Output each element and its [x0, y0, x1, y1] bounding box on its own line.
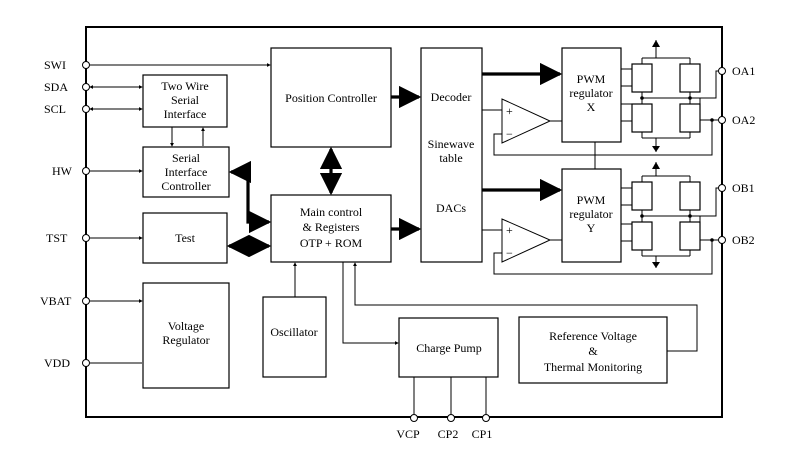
two-wire-label-2: Serial: [171, 93, 200, 107]
ref-voltage-label-3: Thermal Monitoring: [544, 360, 642, 374]
two-wire-label-3: Interface: [164, 107, 207, 121]
position-controller-block: Position Controller: [270, 47, 392, 148]
comparator-y: + −: [501, 218, 552, 263]
h-bridge-x: [631, 40, 718, 152]
voltage-reg-label-2: Regulator: [162, 333, 209, 347]
comparator-x-plus: +: [506, 104, 513, 118]
pin-scl-label: SCL: [44, 102, 66, 116]
main-control-block: Main control & Registers OTP + ROM: [270, 194, 392, 263]
pin-ob1: OB1: [718, 181, 755, 195]
voltage-reg-label-1: Voltage: [168, 319, 204, 333]
charge-pump-label: Charge Pump: [416, 341, 481, 355]
main-ctrl-label-3: OTP + ROM: [300, 236, 363, 250]
pin-ob1-label: OB1: [732, 181, 755, 195]
oscillator-label: Oscillator: [270, 325, 317, 339]
pwm-x-label-3: X: [587, 100, 596, 114]
pwm-regulator-x-block: PWM regulator X: [561, 47, 622, 143]
ref-voltage-label-1: Reference Voltage: [549, 329, 637, 343]
pwm-x-label-2: regulator: [569, 86, 612, 100]
two-wire-serial-interface-block: Two Wire Serial Interface: [142, 74, 228, 128]
comparator-y-minus: −: [506, 246, 513, 260]
sinewave-label-1: Sinewave: [428, 137, 475, 151]
comparator-x-minus: −: [506, 127, 513, 141]
pin-vdd-label: VDD: [44, 356, 70, 370]
pin-vdd: VDD: [44, 356, 90, 370]
charge-pump-block: Charge Pump: [398, 317, 499, 378]
pin-oa1: OA1: [718, 64, 755, 78]
pin-vcp: VCP: [396, 414, 420, 441]
sinewave-label-2: table: [439, 151, 462, 165]
ref-voltage-label-2: &: [588, 344, 598, 358]
test-block: Test: [142, 212, 228, 264]
chip-outline: [85, 26, 723, 418]
pin-ob2-label: OB2: [732, 233, 755, 247]
pin-cp2-label: CP2: [438, 427, 459, 441]
pin-tst-label: TST: [46, 231, 68, 245]
oscillator-block: Oscillator: [262, 296, 327, 378]
pin-cp1-label: CP1: [472, 427, 493, 441]
decoder-label: Decoder: [431, 90, 472, 104]
pin-hw: HW: [52, 164, 90, 178]
dacs-label: DACs: [436, 201, 466, 215]
pin-sda-label: SDA: [44, 80, 68, 94]
pin-oa1-label: OA1: [732, 64, 755, 78]
pwm-y-label-2: regulator: [569, 207, 612, 221]
bus-arrows: [226, 62, 563, 258]
pin-sda: SDA: [44, 80, 90, 94]
pin-oa2: OA2: [718, 113, 755, 127]
main-ctrl-label-2: & Registers: [303, 220, 360, 234]
signal-wires: [89, 63, 713, 414]
pin-tst: TST: [46, 231, 90, 245]
pin-vcp-label: VCP: [396, 427, 420, 441]
pin-oa2-label: OA2: [732, 113, 755, 127]
pin-cp1: CP1: [472, 414, 493, 441]
reference-voltage-block: Reference Voltage & Thermal Monitoring: [518, 316, 668, 384]
comparator-x: + −: [501, 98, 552, 144]
pin-vbat-label: VBAT: [40, 294, 72, 308]
pin-swi: SWI: [44, 58, 90, 72]
pwm-x-label-1: PWM: [577, 72, 606, 86]
pin-swi-label: SWI: [44, 58, 66, 72]
pin-cp2: CP2: [438, 414, 459, 441]
test-label: Test: [175, 231, 195, 245]
pwm-regulator-y-block: PWM regulator Y: [561, 168, 622, 263]
pwm-y-label-1: PWM: [577, 193, 606, 207]
pin-vbat: VBAT: [40, 294, 90, 308]
serial-interface-controller-block: Serial Interface Controller: [142, 146, 230, 198]
two-wire-label-1: Two Wire: [161, 79, 208, 93]
serial-ctrl-label-1: Serial: [172, 151, 201, 165]
h-bridge-y: [631, 162, 718, 268]
pin-scl: SCL: [44, 102, 90, 116]
voltage-regulator-block: Voltage Regulator: [142, 282, 230, 389]
pin-hw-label: HW: [52, 164, 73, 178]
serial-ctrl-label-3: Controller: [161, 179, 210, 193]
main-ctrl-label-1: Main control: [300, 205, 363, 219]
pin-ob2: OB2: [718, 233, 755, 247]
position-ctrl-label: Position Controller: [285, 91, 377, 105]
serial-ctrl-label-2: Interface: [165, 165, 208, 179]
comparator-y-plus: +: [506, 223, 513, 237]
decoder-dac-block: Decoder Sinewave table DACs: [420, 47, 483, 263]
pwm-y-label-3: Y: [587, 221, 596, 235]
